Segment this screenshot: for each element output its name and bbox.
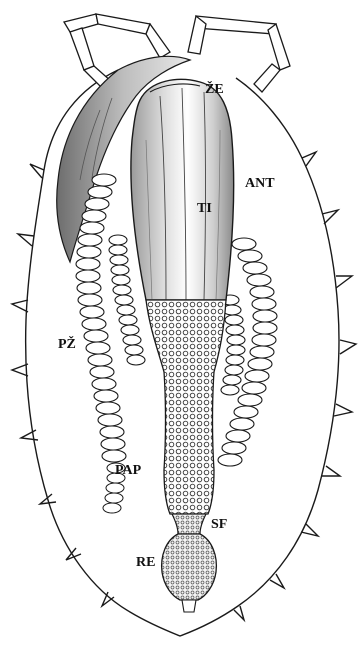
label-pz: PŽ: [58, 335, 76, 352]
label-sf: SF: [211, 517, 227, 532]
label-ti: TI: [197, 201, 212, 216]
rear-bulb: [162, 534, 217, 612]
mesh-tube: [146, 300, 226, 514]
label-pap: PAP: [115, 463, 142, 478]
label-re: RE: [136, 555, 155, 570]
label-ant: ANT: [245, 176, 275, 191]
central-sheath: [131, 79, 234, 300]
label-ze: ŽE: [205, 80, 224, 97]
neck-segment: [172, 514, 206, 534]
